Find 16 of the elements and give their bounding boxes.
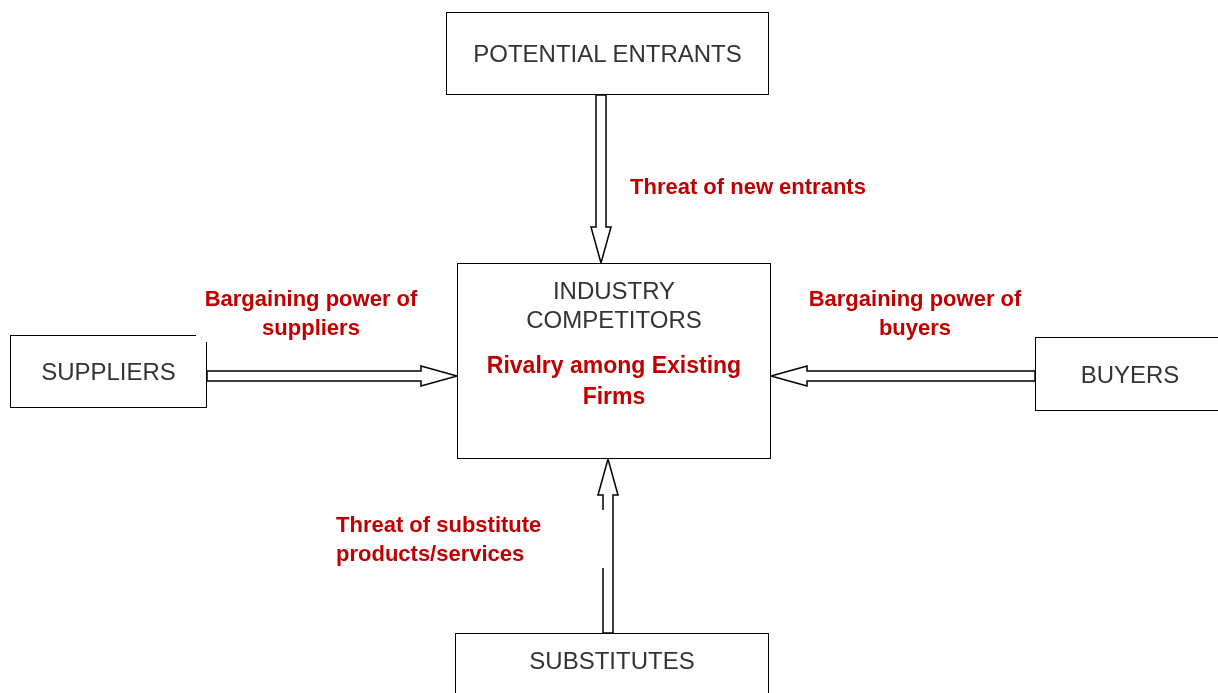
hollow-arrow — [597, 456, 619, 634]
hollow-arrow — [768, 365, 1036, 387]
node-box — [457, 263, 771, 459]
hollow-arrow — [206, 365, 460, 387]
hollow-arrow — [590, 94, 612, 266]
node-title: INDUSTRY COMPETITORS — [525, 276, 703, 334]
node-title: POTENTIAL ENTRANTS — [473, 39, 742, 68]
node-title: SUBSTITUTES — [529, 646, 695, 675]
edge-label: Threat of substitute products/services — [336, 510, 606, 568]
node-box — [446, 12, 769, 95]
node-title: SUPPLIERS — [41, 357, 176, 386]
node-box — [455, 633, 769, 693]
node-title: BUYERS — [1080, 359, 1180, 389]
node-box — [1035, 337, 1218, 411]
node-subtitle: Rivalry among Existing Firms — [485, 351, 743, 411]
node-box — [10, 335, 207, 408]
